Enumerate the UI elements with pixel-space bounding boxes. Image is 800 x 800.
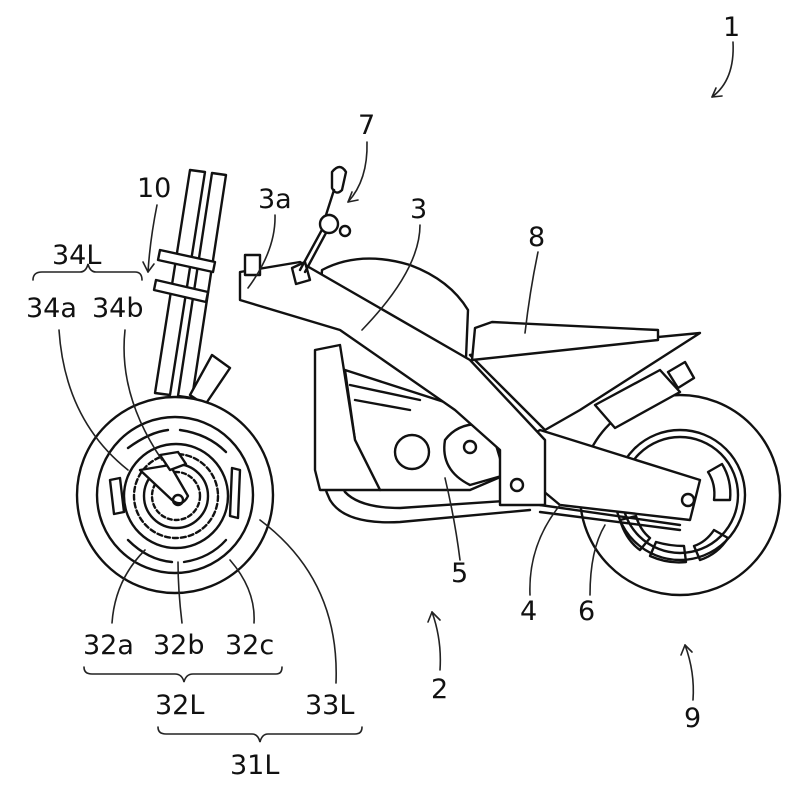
arrow-1	[711, 41, 734, 98]
rear-shock	[593, 360, 696, 430]
arrow-7	[347, 141, 368, 203]
label-34b: 34b	[92, 293, 144, 324]
label-5: 5	[451, 558, 468, 589]
label-8: 8	[528, 222, 545, 253]
seat	[470, 320, 660, 362]
brace-32L	[83, 666, 283, 683]
brace-31L	[157, 726, 363, 743]
front-fork	[152, 168, 232, 407]
braces	[32, 263, 363, 743]
label-32b: 32b	[153, 630, 205, 661]
label-3: 3	[410, 194, 427, 225]
label-7: 7	[358, 110, 375, 141]
label-34L: 34L	[52, 240, 101, 271]
label-9: 9	[684, 703, 701, 734]
label-6: 6	[578, 596, 595, 627]
leader-lines	[58, 214, 606, 684]
arrow-2	[431, 611, 442, 671]
label-3a: 3a	[258, 184, 292, 215]
reference-labels: 1 7 10 3a 3 8 34L 34a 34b 5 4 6 32a 32b …	[26, 12, 740, 781]
label-32L: 32L	[155, 690, 204, 721]
rear-wheel	[578, 393, 782, 597]
reference-arrows	[142, 41, 734, 701]
mirror-assembly	[298, 165, 352, 274]
label-32c: 32c	[225, 630, 274, 661]
arrow-9	[684, 644, 695, 701]
label-34a: 34a	[26, 293, 77, 324]
arrow-10	[147, 204, 158, 273]
label-1: 1	[723, 12, 740, 43]
in-wheel-motor	[108, 428, 242, 564]
brace-34L	[32, 263, 143, 281]
main-frame	[238, 253, 547, 507]
label-31L: 31L	[230, 750, 279, 781]
label-33L: 33L	[305, 690, 354, 721]
label-32a: 32a	[83, 630, 134, 661]
label-10: 10	[137, 173, 171, 204]
label-4: 4	[520, 596, 537, 627]
label-2: 2	[431, 674, 448, 705]
